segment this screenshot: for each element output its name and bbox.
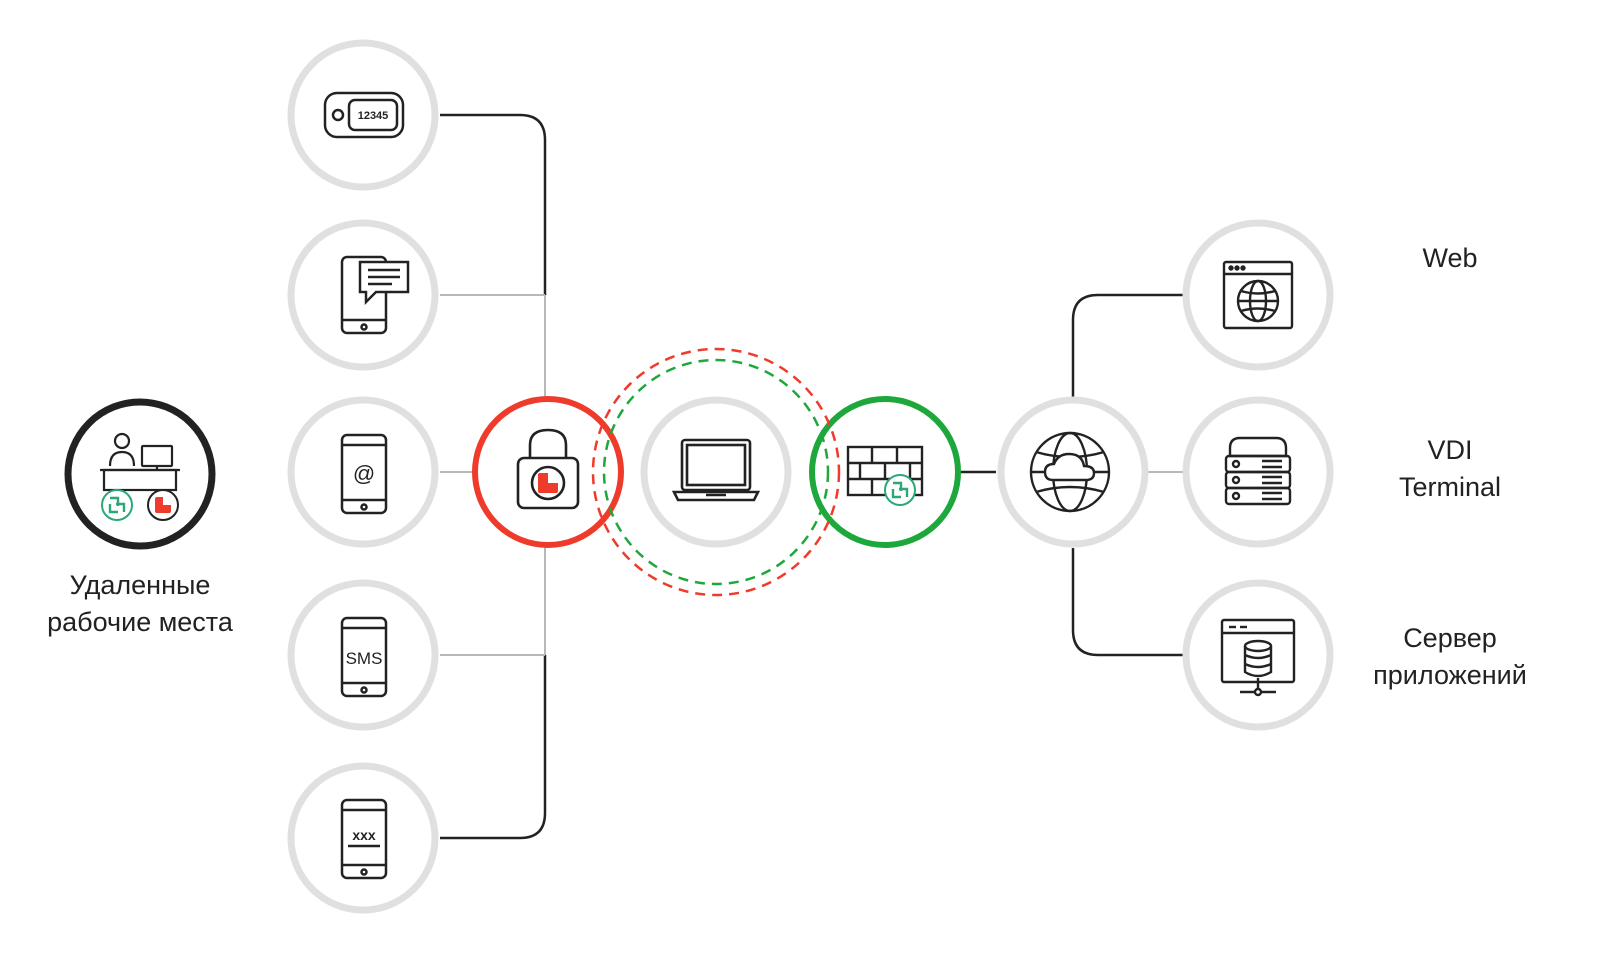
ring-sms <box>287 579 439 731</box>
ring-otp <box>287 762 439 914</box>
vdi-label-line1: VDI <box>1427 435 1473 465</box>
hardware-token-icon: 12345 <box>323 91 405 139</box>
app-server-label: Сервер приложений <box>1345 620 1555 694</box>
phone-sms-icon: SMS <box>340 616 388 698</box>
laptop-node <box>640 396 792 548</box>
ring-push <box>287 219 439 371</box>
vdi-node <box>1182 396 1334 548</box>
teal-firewall-badge-icon <box>884 474 916 506</box>
web-label: Web <box>1390 240 1510 277</box>
firewall-node <box>809 396 961 548</box>
red-lock-badge-icon <box>147 489 179 521</box>
app-label-line1: Сервер <box>1403 623 1497 653</box>
phone-email-icon: @ <box>340 433 388 515</box>
lock-node <box>472 396 624 548</box>
password-mask: xxx <box>352 827 376 843</box>
app-server-node <box>1182 579 1334 731</box>
phone-password-icon: xxx <box>340 798 388 880</box>
connector-token <box>440 113 547 295</box>
server-rack-icon <box>1224 436 1292 506</box>
tunnel-ring-green <box>602 358 830 586</box>
web-label-text: Web <box>1422 243 1478 273</box>
email-at: @ <box>353 461 375 486</box>
auth-methods <box>287 39 439 914</box>
application-server-icon <box>1220 618 1296 697</box>
connector-app <box>1071 548 1185 657</box>
vdi-terminal-label: VDI Terminal <box>1360 432 1540 506</box>
ring-email <box>287 396 439 548</box>
remote-workplace-icon <box>64 398 216 550</box>
secure-tunnel <box>591 347 841 597</box>
web-node <box>1182 219 1334 371</box>
ring-token <box>287 39 439 191</box>
sms-text: SMS <box>346 649 383 668</box>
tunnel-ring-red <box>591 347 841 597</box>
app-label-line2: приложений <box>1373 660 1527 690</box>
token-code: 12345 <box>358 110 389 122</box>
vdi-label-line2: Terminal <box>1398 472 1502 502</box>
padlock-icon <box>516 428 580 510</box>
phone-push-message-icon <box>340 255 410 335</box>
laptop-icon <box>671 438 761 502</box>
cloud-globe-icon <box>1029 431 1111 513</box>
web-browser-icon <box>1222 260 1294 330</box>
cloud-node <box>997 396 1149 548</box>
connector-otp <box>440 655 547 840</box>
remote-workplaces-label: Удаленные рабочие места <box>20 567 260 641</box>
connector-web <box>1071 293 1185 398</box>
teal-connector-badge-icon <box>101 489 133 521</box>
remote-label-line2: рабочие места <box>47 607 233 637</box>
remote-label-line1: Удаленные <box>69 570 211 600</box>
